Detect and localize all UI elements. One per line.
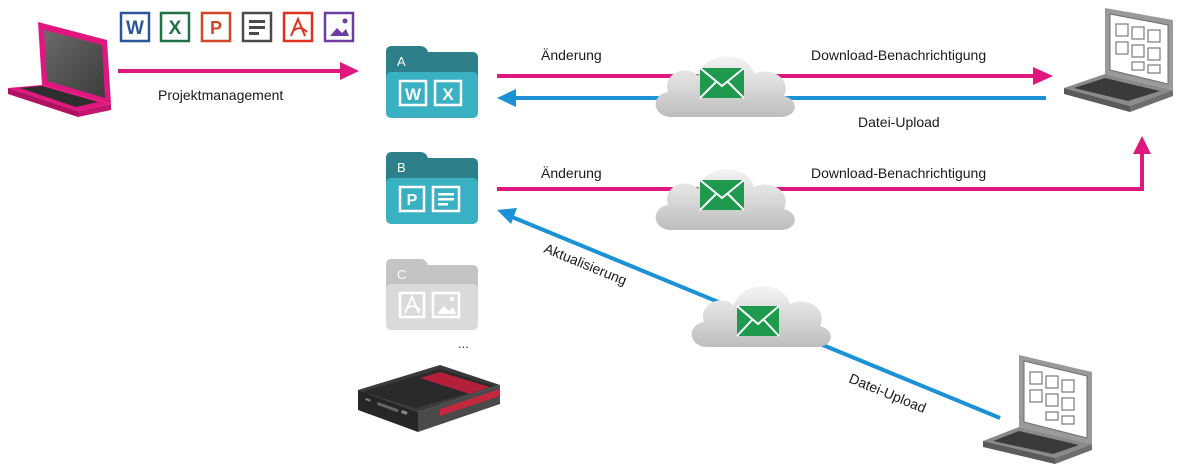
text-doc-icon — [431, 185, 461, 213]
folder-a: A W X — [386, 46, 478, 118]
svg-text:P: P — [407, 192, 418, 209]
update-arrow-head — [497, 208, 517, 224]
image-doc-icon — [431, 291, 461, 319]
pdf-doc-icon — [398, 291, 426, 319]
text-icon — [241, 11, 273, 43]
more-folders-ellipsis: ... — [458, 336, 469, 351]
project-arrow-head — [340, 62, 359, 80]
cloud-b-icon — [655, 169, 795, 230]
excel-doc-icon: X — [433, 79, 463, 107]
remote-laptop-top-icon — [1064, 8, 1173, 112]
pdf-icon — [282, 11, 314, 43]
svg-text:X: X — [442, 85, 454, 104]
cloud-a-icon — [655, 56, 795, 117]
folder-c: C — [386, 259, 478, 330]
upload-a-arrow-head — [497, 89, 516, 107]
change-b-arrow-head — [1133, 136, 1151, 154]
powerpoint-icon: P — [200, 11, 232, 43]
image-icon — [323, 11, 355, 43]
label-change-b: Änderung — [541, 165, 602, 181]
svg-text:W: W — [405, 85, 422, 104]
envelope-b-icon — [699, 179, 745, 211]
envelope-c-icon — [736, 305, 780, 337]
folder-a-letter: A — [397, 54, 406, 69]
project-manager-laptop-icon — [8, 22, 111, 117]
label-download-notice-b: Download-Benachrichtigung — [811, 165, 986, 181]
word-doc-icon: W — [398, 79, 428, 107]
remote-laptop-bottom-icon — [983, 355, 1092, 464]
label-change-a: Änderung — [541, 47, 602, 63]
folder-c-letter: C — [397, 267, 406, 282]
label-upload-c: Datei-Upload — [847, 370, 929, 416]
folder-b-letter: B — [397, 160, 406, 175]
server-appliance-icon — [358, 365, 500, 432]
excel-icon: X — [159, 11, 191, 43]
label-upload-a: Datei-Upload — [858, 114, 940, 130]
change-a-arrow-head — [1033, 67, 1053, 85]
envelope-a-icon — [699, 67, 745, 99]
svg-text:X: X — [169, 18, 182, 39]
word-icon: W — [119, 11, 151, 43]
powerpoint-doc-icon: P — [398, 185, 426, 213]
cloud-c-icon — [691, 286, 831, 347]
file-type-icons: W X P — [119, 11, 355, 43]
label-download-notice-a: Download-Benachrichtigung — [811, 47, 986, 63]
label-project-management: Projektmanagement — [158, 87, 283, 103]
folder-b: B P — [386, 152, 478, 224]
svg-text:W: W — [126, 18, 144, 39]
svg-text:P: P — [210, 18, 222, 38]
